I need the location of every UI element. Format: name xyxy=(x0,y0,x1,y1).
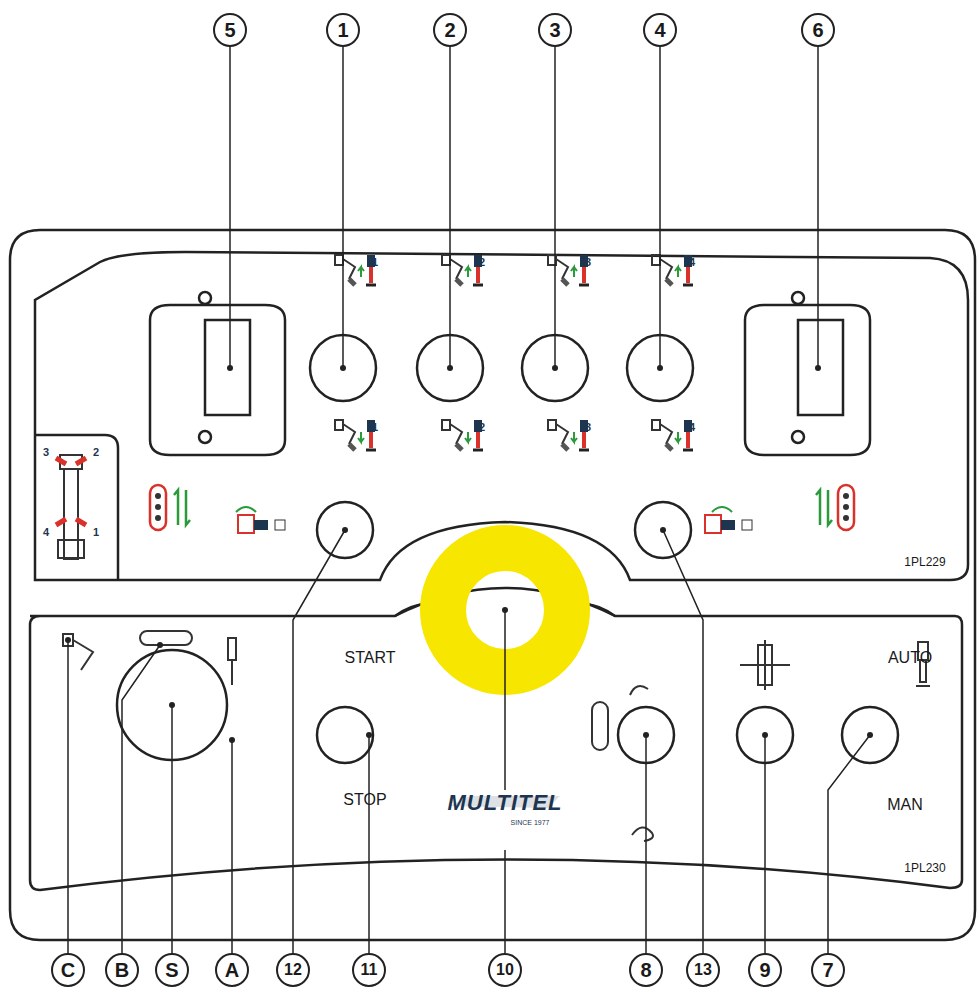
outrigger-number: 4 xyxy=(43,527,49,538)
callout-number: 2 xyxy=(444,20,455,40)
callout-letter: S xyxy=(165,960,178,980)
callout-number: 10 xyxy=(496,962,514,978)
callout-letter: B xyxy=(115,960,129,980)
panel-code: 1PL230 xyxy=(904,862,945,874)
brand-logo: MULTITEL xyxy=(447,792,562,814)
outrigger-number: 2 xyxy=(93,447,99,458)
button-label: START xyxy=(345,650,396,666)
outrigger-number: 3 xyxy=(43,447,49,458)
callout-number: 7 xyxy=(822,960,833,980)
logo-tagline: SINCE 1977 xyxy=(511,819,550,826)
panel-code: 1PL229 xyxy=(904,556,945,568)
outrigger-number: 3 xyxy=(585,422,591,433)
callout-number: 13 xyxy=(694,962,712,978)
callout-number: 6 xyxy=(812,20,823,40)
button-label: STOP xyxy=(343,792,386,808)
outrigger-number: 1 xyxy=(93,527,99,538)
outrigger-number: 4 xyxy=(689,422,695,433)
callout-number: 12 xyxy=(284,962,302,978)
outrigger-number: 2 xyxy=(479,257,485,268)
callout-number: 9 xyxy=(759,960,770,980)
outrigger-number: 4 xyxy=(689,257,695,268)
button-label: AUTO xyxy=(888,650,932,666)
callout-number: 4 xyxy=(654,20,665,40)
outrigger-number: 3 xyxy=(585,257,591,268)
outrigger-number: 2 xyxy=(479,422,485,433)
callout-number: 11 xyxy=(361,962,378,978)
callout-number: 5 xyxy=(224,20,235,40)
callout-number: 3 xyxy=(549,20,560,40)
callout-number: 1 xyxy=(337,20,348,40)
button-label: MAN xyxy=(887,797,923,813)
callout-letter: A xyxy=(225,960,239,980)
outrigger-number: 1 xyxy=(372,257,378,268)
callout-number: 8 xyxy=(640,960,651,980)
outrigger-number: 1 xyxy=(372,422,378,433)
callout-letter: C xyxy=(61,960,75,980)
